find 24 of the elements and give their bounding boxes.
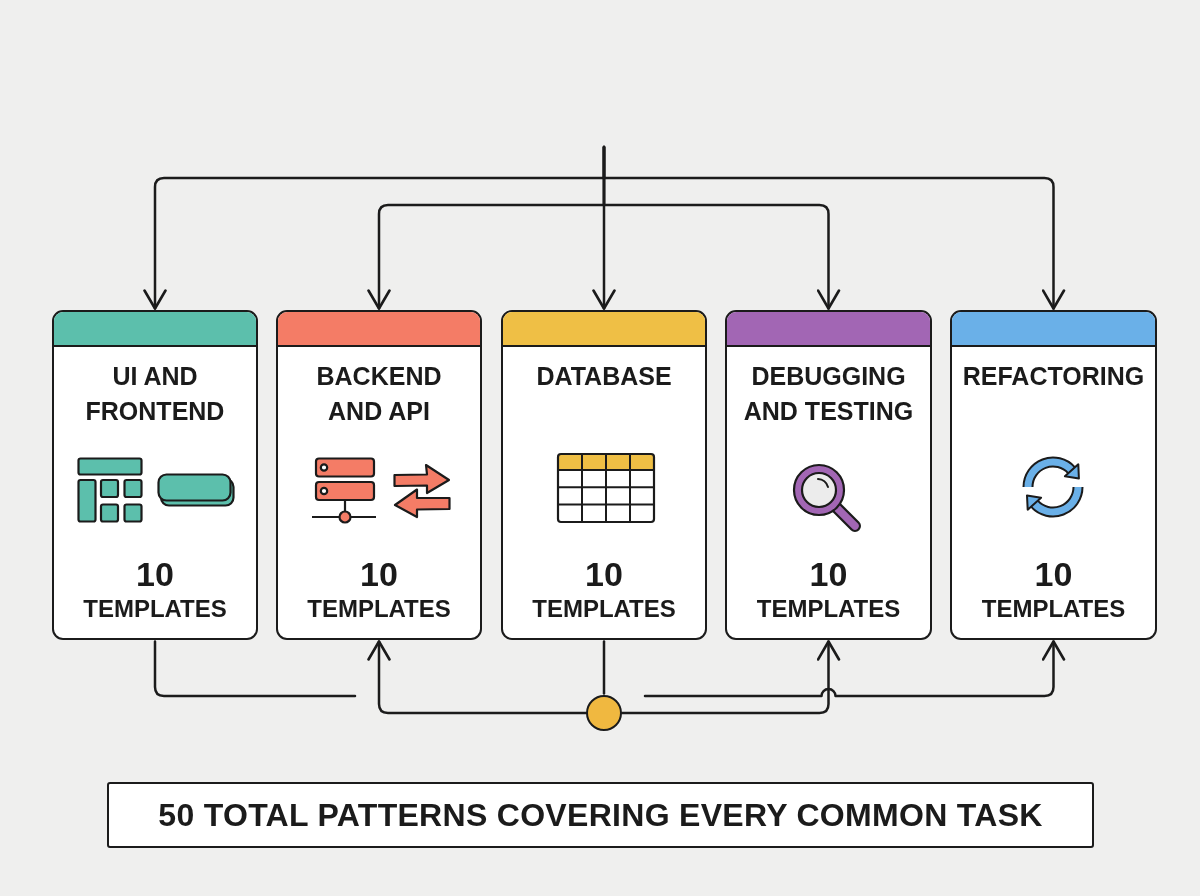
connector-line (602, 640, 606, 695)
category-card (725, 310, 932, 640)
summary-banner (107, 782, 1094, 848)
arrow (367, 640, 588, 715)
card-title: BACKEND AND API (315, 361, 443, 427)
card-title: DEBUGGING AND TESTING (742, 361, 915, 427)
template-count: 10 TEMPLATES (82, 554, 228, 624)
template-count: 10 TEMPLATES (531, 554, 677, 624)
category-card (52, 310, 258, 640)
category-card (950, 310, 1157, 640)
template-count: 10 TEMPLATES (980, 554, 1127, 624)
card-title: DATABASE (536, 361, 672, 392)
arrow (620, 640, 841, 715)
arrow (643, 640, 1066, 698)
template-count: 10 TEMPLATES (755, 554, 902, 624)
category-card (501, 310, 707, 640)
connector-line (153, 640, 357, 698)
junction-circle (586, 695, 622, 731)
template-count: 10 TEMPLATES (306, 554, 452, 624)
card-title: UI AND FRONTEND (84, 361, 226, 427)
arrow (602, 145, 1066, 310)
category-card (276, 310, 482, 640)
card-title: REFACTORING (962, 361, 1145, 392)
banner-text: 50 TOTAL PATTERNS COVERING EVERY COMMON TASK (158, 796, 1043, 834)
